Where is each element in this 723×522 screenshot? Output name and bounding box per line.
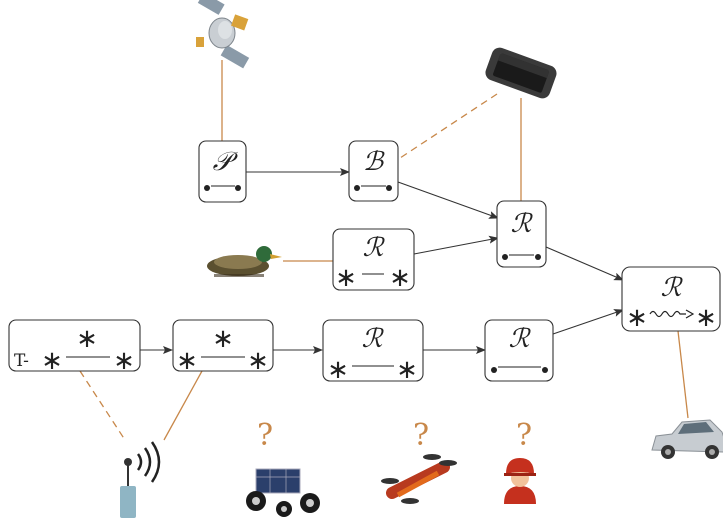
svg-text:∗: ∗ — [327, 355, 349, 385]
box-r3 — [621, 266, 721, 332]
car-icon — [651, 419, 723, 459]
box-t-pattern: ∗ ∗ — [41, 346, 135, 376]
box-r4-symbol: ℛ — [362, 324, 385, 354]
duck-decoy-icon — [207, 246, 282, 277]
svg-text:∗: ∗ — [41, 346, 63, 376]
box-s — [172, 319, 274, 372]
question-mark-drone: ? — [413, 418, 429, 453]
box-p — [198, 140, 247, 203]
box-r3-pattern: ∗ ∗ — [626, 303, 717, 333]
svg-text:∗: ∗ — [626, 303, 648, 333]
solar-rover-icon — [246, 468, 320, 517]
firefighter-icon — [504, 458, 536, 504]
svg-text:∗: ∗ — [247, 346, 269, 376]
svg-text:∗: ∗ — [176, 346, 198, 376]
arrow-b-to-r1 — [397, 181, 499, 219]
box-b-symbol: ℬ — [363, 147, 385, 177]
wireless-sensor-icon — [120, 441, 161, 518]
box-r2-symbol: ℛ — [363, 233, 386, 263]
svg-text:∗: ∗ — [396, 355, 418, 385]
question-mark-firefighter: ? — [516, 418, 532, 453]
box-s-pattern: ∗ ∗ — [176, 346, 269, 376]
arrow-r2-to-r1 — [413, 235, 499, 255]
box-r5 — [484, 319, 554, 382]
box-s-top-star: ∗ — [212, 324, 234, 354]
link-phone-b — [393, 93, 498, 163]
box-t-top-star: ∗ — [76, 324, 98, 354]
box-r1 — [496, 200, 547, 268]
box-r2 — [332, 228, 415, 291]
box-r1-pattern — [502, 254, 541, 260]
box-p-pattern — [204, 185, 241, 191]
quadcopter-drone-icon — [381, 454, 457, 504]
box-t-prefix: T- — [14, 351, 29, 371]
box-r5-pattern — [491, 366, 548, 373]
arrow-r1-to-r3 — [545, 246, 624, 281]
link-sensor-t — [79, 370, 126, 441]
svg-text:∗: ∗ — [335, 263, 357, 293]
box-r5-symbol: ℛ — [509, 324, 532, 354]
svg-text:∗: ∗ — [389, 263, 411, 293]
svg-text:∗: ∗ — [113, 346, 135, 376]
arrow-r5-to-r3 — [552, 309, 624, 335]
box-r2-pattern: ∗ ∗ — [335, 263, 411, 293]
box-t — [8, 319, 141, 372]
box-r4-pattern: ∗ ∗ — [327, 355, 418, 385]
link-car-r3 — [677, 330, 689, 419]
box-r3-symbol: ℛ — [661, 273, 684, 303]
link-sensor-s — [163, 370, 203, 441]
box-b-pattern — [354, 185, 392, 191]
satellite-icon — [196, 0, 250, 69]
svg-text:∗: ∗ — [695, 303, 717, 333]
question-mark-rover: ? — [257, 418, 273, 453]
smartphone-icon — [485, 47, 557, 99]
box-r1-symbol: ℛ — [511, 209, 534, 239]
box-r4 — [322, 319, 424, 382]
